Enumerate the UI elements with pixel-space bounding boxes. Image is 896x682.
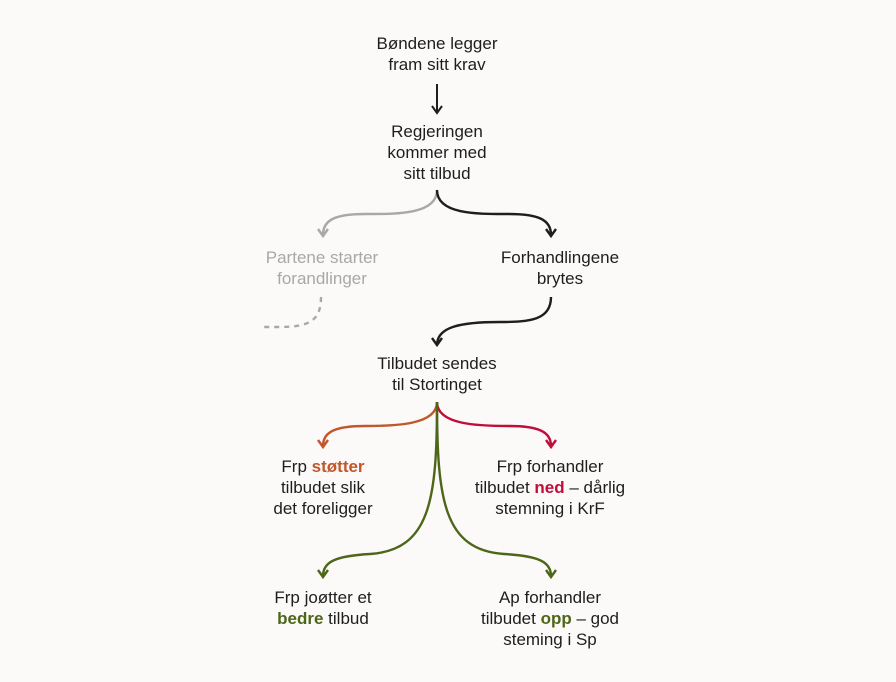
node-frp-down-line-3: stemning i KrF (495, 499, 605, 518)
frp-support-highlight: støtter (311, 457, 365, 476)
node-frp-support-line-3: det foreligger (273, 499, 373, 518)
node-offer-line-3: sitt tilbud (403, 164, 471, 183)
arrow-negotiate-dotted (262, 296, 323, 329)
node-start-line-1: Bøndene legger (376, 34, 498, 53)
node-start: Bøndene legger fram sitt krav (327, 33, 547, 75)
node-offer: Regjeringen kommer med sitt tilbud (327, 121, 547, 184)
arrow-start-to-offer (431, 84, 443, 115)
ap-up-highlight: opp (540, 609, 572, 628)
arrow-offer-to-negotiate (317, 189, 439, 239)
node-negotiate-line-1: Partene starter (265, 248, 379, 267)
node-ap-up-line-2: tilbudet opp – god (440, 608, 660, 629)
node-offer-line-1: Regjeringen (391, 122, 483, 141)
node-frp-down-line-2: tilbudet ned – dårlig (440, 477, 660, 498)
node-ap-up-line-3: steming i Sp (503, 630, 597, 649)
arrow-break-to-storting (431, 296, 553, 348)
node-negotiate: Partene starter forandlinger (212, 247, 432, 289)
frp-down-prefix: tilbudet (474, 478, 535, 497)
node-break: Forhandlingene brytes (450, 247, 670, 289)
node-storting-line-1: Tilbudet sendes (377, 354, 497, 373)
node-break-line-2: brytes (536, 269, 584, 288)
frp-better-highlight: bedre (277, 609, 324, 628)
arrow-storting-to-ap-up (435, 401, 557, 580)
arrow-storting-to-frp-better (317, 401, 439, 580)
node-negotiate-line-2: forandlinger (277, 269, 367, 288)
node-frp-better-line-1: Frp joøtter et (274, 588, 372, 607)
ap-up-prefix: tilbudet (481, 609, 541, 628)
node-ap-up-line-1: Ap forhandler (498, 588, 602, 607)
node-storting: Tilbudet sendes til Stortinget (327, 353, 547, 395)
node-offer-line-2: kommer med (387, 143, 487, 162)
node-frp-support-line-1: Frp støtter (213, 456, 433, 477)
node-frp-down-line-1: Frp forhandler (496, 457, 604, 476)
arrow-storting-to-frp-support (317, 401, 439, 450)
arrow-offer-to-break (435, 189, 557, 239)
node-frp-better-line-2: bedre tilbud (213, 608, 433, 629)
frp-better-suffix: tilbud (323, 609, 369, 628)
arrow-storting-to-frp-down (435, 401, 557, 450)
node-ap-up: Ap forhandler tilbudet opp – god steming… (440, 587, 660, 650)
frp-support-prefix: Frp (281, 457, 312, 476)
node-frp-support-line-2: tilbudet slik (280, 478, 366, 497)
node-frp-better: Frp joøtter et bedre tilbud (213, 587, 433, 629)
frp-down-suffix: – dårlig (564, 478, 626, 497)
node-start-line-2: fram sitt krav (388, 55, 486, 74)
node-frp-support: Frp støtter tilbudet slik det foreligger (213, 456, 433, 519)
node-storting-line-2: til Stortinget (392, 375, 482, 394)
node-frp-down: Frp forhandler tilbudet ned – dårlig ste… (440, 456, 660, 519)
ap-up-suffix: – god (571, 609, 619, 628)
frp-down-highlight: ned (534, 478, 565, 497)
node-break-line-1: Forhandlingene (500, 248, 620, 267)
